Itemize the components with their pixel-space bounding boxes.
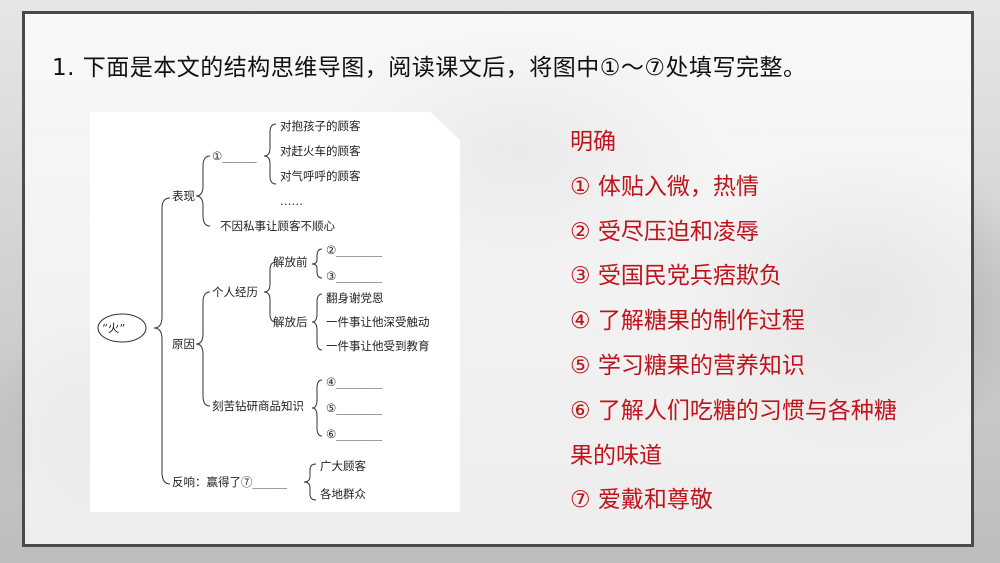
answer-line: ⑦ 爱戴和尊敬 xyxy=(570,487,713,514)
fx-item: 各地群众 xyxy=(320,487,366,501)
answer-line: ③ 受国民党兵痞欺负 xyxy=(570,263,782,290)
fanxiang-brace xyxy=(303,463,317,501)
qian-brace xyxy=(311,248,323,279)
hou-item: 一件事让他受到教育 xyxy=(326,339,430,353)
root-label: “火” xyxy=(102,321,125,335)
geren-brace xyxy=(263,261,277,323)
b1-label: ①______ xyxy=(212,149,257,163)
answer-line: ④ 了解糖果的制作过程 xyxy=(570,308,805,335)
biaoxian-brace xyxy=(195,155,211,227)
geren-label: 个人经历 xyxy=(212,285,258,299)
answer-line: 果的味道 xyxy=(570,442,662,469)
biaoxian-label: 表现 xyxy=(172,189,195,203)
yuanyin-label: 原因 xyxy=(172,337,195,351)
jiefangqian-label: 解放前 xyxy=(273,255,308,269)
fx-item: 广大顾客 xyxy=(320,459,366,473)
hou-brace xyxy=(311,293,323,351)
jiefanghou-label: 解放后 xyxy=(273,315,308,329)
keku-label: 刻苦钻研商品知识 xyxy=(212,399,304,413)
q5-blank: ⑤________ xyxy=(326,401,383,415)
q3-blank: ③________ xyxy=(326,269,383,283)
b1-brace xyxy=(263,123,277,185)
b1-item: …… xyxy=(280,194,303,208)
answer-heading: 明确 xyxy=(570,129,616,155)
b1-item: 对气呼呼的顾客 xyxy=(280,169,361,183)
answer-panel: 明确 ① 体贴入微，热情 ② 受尽压迫和凌辱 ③ 受国民党兵痞欺负 ④ 了解糖果… xyxy=(570,120,950,523)
keku-brace xyxy=(311,379,323,437)
q6-blank: ⑥________ xyxy=(326,427,383,441)
mindmap-image: “火” 表现 ①______ 对抱孩子的顾客 对赶火车的顾客 对气呼呼的顾客 …… xyxy=(90,112,460,512)
q2-blank: ②________ xyxy=(326,243,383,257)
main-brace xyxy=(153,197,171,485)
yuanyin-brace xyxy=(195,291,211,407)
answer-line: ⑥ 了解人们吃糖的习惯与各种糖 xyxy=(570,397,897,424)
hou-item: 一件事让他深受触动 xyxy=(326,315,430,329)
question-text: 1. 下面是本文的结构思维导图，阅读课文后，将图中①～⑦处填写完整。 xyxy=(52,55,807,81)
b2-label: 不因私事让顾客不顺心 xyxy=(220,219,335,233)
b1-item: 对抱孩子的顾客 xyxy=(280,119,361,133)
answer-line: ⑤ 学习糖果的营养知识 xyxy=(570,352,805,379)
hou-item: 翻身谢党恩 xyxy=(326,291,384,305)
answer-line: ② 受尽压迫和凌辱 xyxy=(570,218,759,245)
answer-line: ① 体贴入微，热情 xyxy=(570,173,759,200)
fanxiang-label: 反响：赢得了⑦______ xyxy=(172,475,287,489)
b1-item: 对赶火车的顾客 xyxy=(280,144,361,158)
q4-blank: ④________ xyxy=(326,375,383,389)
root-ellipse xyxy=(97,313,147,343)
mindmap-diagram: “火” 表现 ①______ 对抱孩子的顾客 对赶火车的顾客 对气呼呼的顾客 …… xyxy=(97,119,430,501)
